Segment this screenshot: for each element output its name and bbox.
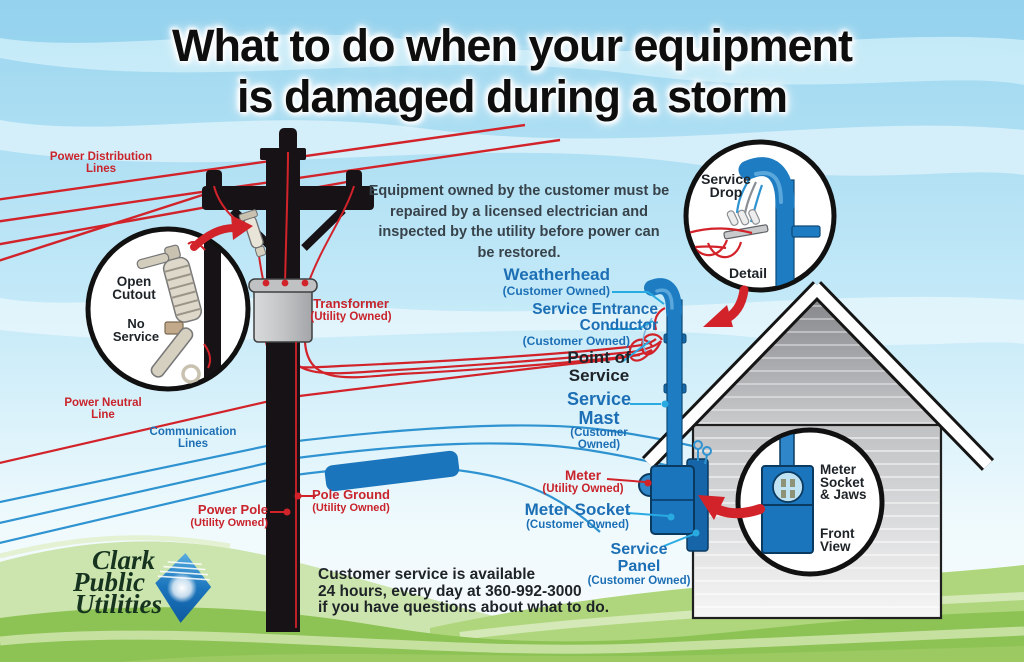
meter-socket-inset-view-label: Front View bbox=[820, 526, 855, 554]
label-service-panel: Service Panel (Customer Owned) bbox=[587, 541, 691, 588]
red-arrow-icons bbox=[190, 215, 765, 520]
logo-diamond-icon bbox=[155, 553, 212, 623]
label-service-mast: Service Mast (Customer Owned) bbox=[566, 389, 632, 452]
open-cutout-inset bbox=[85, 226, 251, 392]
arrow-to-weatherhead-icon bbox=[703, 285, 749, 327]
service-drop-comm-strand bbox=[642, 317, 653, 353]
arrow-to-pole-cutout-icon bbox=[190, 215, 253, 251]
comm-splice-enclosure bbox=[324, 450, 460, 492]
service-drop-inset bbox=[683, 139, 837, 293]
contact-line2: 24 hours, every day at bbox=[318, 582, 486, 600]
label-power-distribution-lines: Power Distribution Lines bbox=[49, 151, 153, 175]
roof-beams bbox=[641, 281, 995, 471]
page-title: What to do when your equipment is damage… bbox=[0, 20, 1024, 122]
label-meter-socket: Meter Socket (Customer Owned) bbox=[524, 500, 631, 531]
service-mast-assembly bbox=[638, 278, 712, 552]
page-title-line2: is damaged during a storm bbox=[236, 71, 788, 122]
label-connectors bbox=[270, 291, 700, 547]
page-title-line1: What to do when your equipment bbox=[172, 20, 853, 71]
power-neutral-and-service-drop-wires bbox=[0, 307, 666, 464]
phone-number: 360-992-3000 bbox=[485, 582, 582, 600]
logo-word-public: Public bbox=[73, 567, 145, 597]
label-weatherhead: Weatherhead (Customer Owned) bbox=[502, 265, 610, 298]
meter-socket-inset bbox=[735, 427, 885, 577]
label-point-of-service: Point of Service bbox=[567, 348, 631, 385]
logo-word-utilities: Utilities bbox=[75, 589, 162, 619]
open-cutout-inset-label: Open Cutout bbox=[112, 274, 156, 302]
customer-equipment-notice: Equipment owned by the customer must be … bbox=[368, 183, 670, 261]
customer-service-text: Customer service is available 24 hours, … bbox=[318, 566, 610, 616]
transformer bbox=[248, 278, 318, 343]
service-drop-inset-detail-label: Detail bbox=[728, 265, 768, 281]
service-drop-inset-label: Service Drop bbox=[701, 171, 751, 200]
label-pole-ground: Pole Ground (Utility Owned) bbox=[312, 487, 390, 514]
label-power-neutral-line: Power Neutral Line bbox=[64, 397, 142, 421]
arrow-to-meter-icon bbox=[698, 495, 765, 520]
label-meter: Meter (Utility Owned) bbox=[542, 468, 624, 496]
meter-socket-inset-label: Meter Socket & Jaws bbox=[820, 462, 867, 502]
label-communication-lines: Communication Lines bbox=[149, 426, 237, 450]
label-power-pole: Power Pole (Utility Owned) bbox=[190, 502, 268, 529]
open-cutout-inset-label2: No Service bbox=[112, 316, 160, 344]
logo-word-clark: Clark bbox=[91, 545, 155, 575]
label-transformer: Transformer (Utility Owned) bbox=[310, 296, 392, 323]
label-service-entrance-conductor: Service Entrance Conductor (Customer Own… bbox=[522, 301, 658, 349]
